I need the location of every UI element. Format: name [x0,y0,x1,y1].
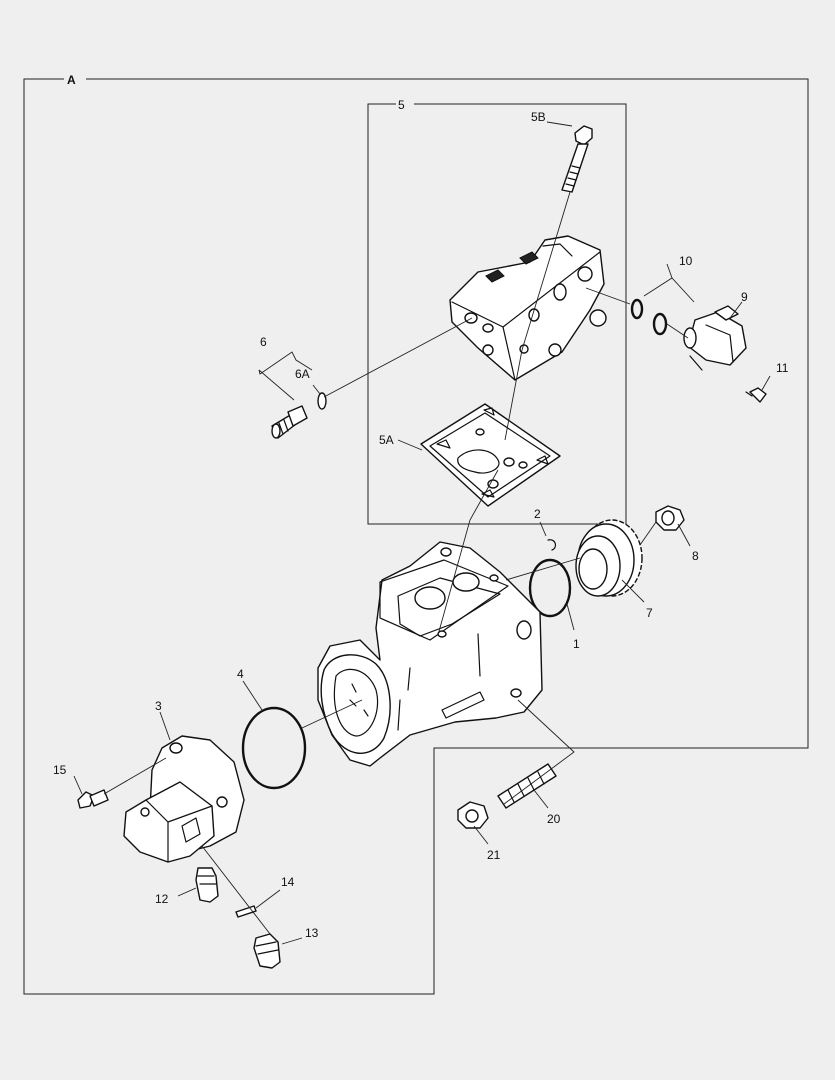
callout-13: 13 [305,926,319,940]
callout-20: 20 [547,812,561,826]
callout-5: 5 [398,98,405,112]
callout-15: 15 [53,763,67,777]
callout-12: 12 [155,892,169,906]
housing-seal-ring [241,706,307,790]
callout-6: 6 [260,335,267,349]
callout-2: 2 [534,507,541,521]
callout-21: 21 [487,848,501,862]
end-cover [123,735,245,863]
callout-8: 8 [692,549,699,563]
callout-11: 11 [776,361,789,375]
solenoid-valve [683,305,747,371]
pump-housing [317,541,543,767]
view-label: A [67,73,76,87]
callout-7: 7 [646,606,653,620]
callout-3: 3 [155,699,162,713]
mounting-stud [497,763,557,809]
callout-labels: 5 5B 5A 6 6A 10 9 11 2 8 7 1 4 3 15 20 2… [53,98,789,940]
cover-bolt [77,789,109,809]
valve-gasket [420,403,561,507]
callout-14: 14 [281,875,295,889]
large-o-ring [528,558,572,618]
callout-4: 4 [237,667,244,681]
subassembly-frame [367,103,627,525]
callout-5a: 5A [379,433,394,447]
small-ring [547,539,557,551]
gear-nut [655,505,685,531]
callout-10: 10 [679,254,693,268]
callout-5b: 5B [531,110,546,124]
drain-fitting [195,867,219,903]
stud-nut [457,801,489,829]
outlet-fitting [253,933,281,969]
mounting-screw [745,387,767,403]
callout-6a: 6A [295,367,310,381]
view-frame [23,78,809,995]
callout-9: 9 [741,290,748,304]
control-valve-block [449,235,607,381]
drive-gear [575,519,643,597]
long-bolt [561,125,593,193]
o-rings [630,298,668,336]
pipe-fitting [271,405,308,439]
callout-1: 1 [573,637,580,651]
leader-lines [73,121,771,945]
sealing-washer [317,392,327,410]
